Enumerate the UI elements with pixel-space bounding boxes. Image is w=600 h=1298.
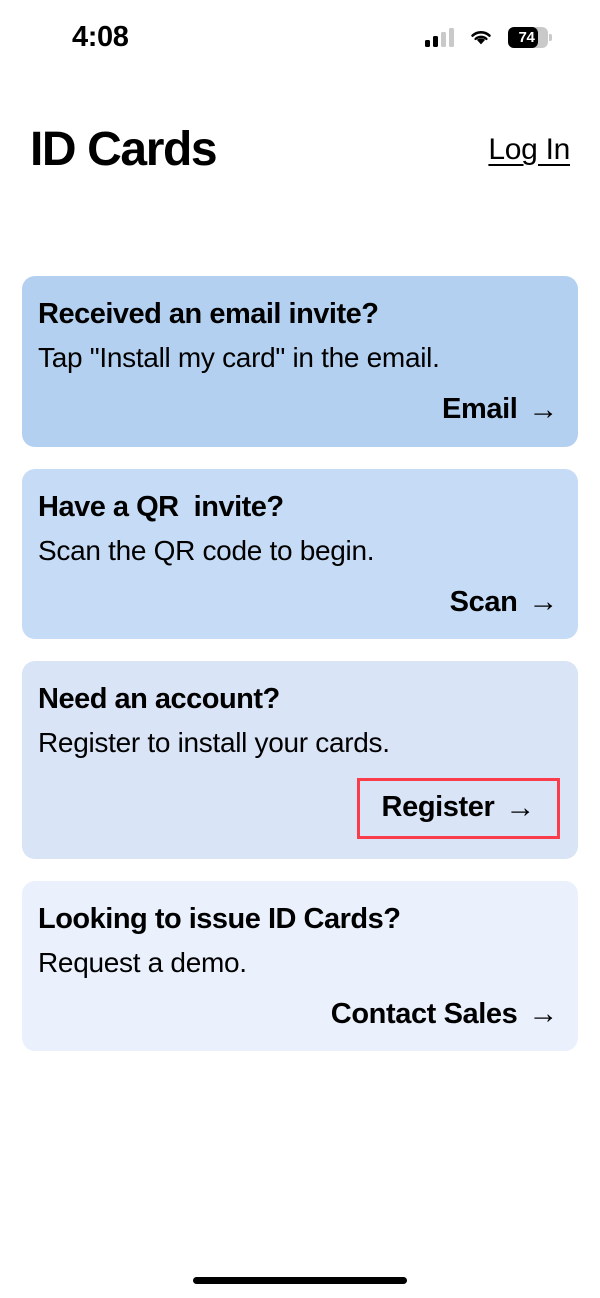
battery-nub	[549, 33, 552, 41]
cellular-signal-icon	[425, 27, 454, 47]
card-title: Received an email invite?	[38, 298, 379, 330]
register-action-label: Register	[381, 791, 495, 824]
card-email-invite[interactable]: Received an email invite? Tap "Install m…	[22, 276, 578, 447]
wifi-icon	[468, 27, 494, 47]
card-action-row: Contact Sales →	[38, 997, 562, 1031]
arrow-right-icon: →	[528, 585, 558, 619]
status-bar-icons: 74	[425, 26, 552, 48]
card-title: Looking to issue ID Cards?	[38, 902, 401, 935]
card-subtitle: Register to install your cards.	[38, 727, 390, 759]
page-title: ID Cards	[30, 123, 218, 176]
arrow-right-icon: →	[505, 790, 535, 824]
card-need-account[interactable]: Need an account? Register to install you…	[22, 661, 578, 859]
email-action-label: Email	[442, 393, 518, 426]
email-action-button[interactable]: Email →	[438, 393, 562, 427]
battery-percent-label: 74	[518, 28, 535, 46]
card-title: Need an account?	[38, 683, 280, 716]
status-bar-time: 4:08	[72, 20, 129, 53]
scan-action-label: Scan	[449, 585, 518, 618]
page-header: ID Cards Log In	[0, 115, 600, 185]
card-action-row: Email →	[38, 393, 562, 427]
log-in-link[interactable]: Log In	[488, 133, 570, 166]
home-indicator[interactable]	[193, 1277, 407, 1284]
contact-sales-action-label: Contact Sales	[330, 997, 518, 1030]
card-action-row: Scan →	[38, 585, 562, 619]
card-action-row: Register →	[38, 777, 562, 839]
card-subtitle: Tap "Install my card" in the email.	[38, 342, 440, 374]
battery-icon: 74	[508, 26, 552, 48]
card-list: Received an email invite? Tap "Install m…	[22, 276, 578, 1052]
arrow-right-icon: →	[528, 997, 558, 1031]
status-bar: 4:08 74	[0, 0, 600, 74]
arrow-right-icon: →	[528, 392, 558, 426]
card-qr-invite[interactable]: Have a QR invite? Scan the QR code to be…	[22, 468, 578, 640]
card-subtitle: Scan the QR code to begin.	[38, 534, 375, 566]
contact-sales-action-button[interactable]: Contact Sales →	[327, 997, 562, 1031]
card-subtitle: Request a demo.	[38, 946, 247, 978]
register-action-button[interactable]: Register →	[356, 777, 560, 839]
battery-fill	[508, 26, 538, 48]
card-issue-id-cards[interactable]: Looking to issue ID Cards? Request a dem…	[22, 880, 578, 1052]
card-title: Have a QR invite?	[38, 490, 284, 523]
scan-action-button[interactable]: Scan →	[446, 585, 562, 619]
